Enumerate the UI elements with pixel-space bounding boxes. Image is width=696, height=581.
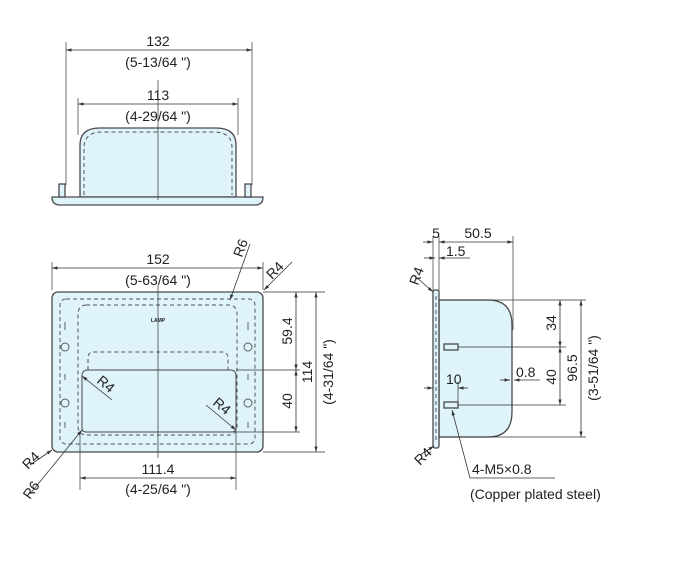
flange-face xyxy=(51,291,264,453)
dim-152-inch: (5-63/64 ") xyxy=(125,272,191,288)
dim-10: 10 xyxy=(446,371,462,387)
dim-114-inch: (4-31/64 ") xyxy=(320,339,336,405)
mounting-holes xyxy=(60,322,253,428)
dim-132: 132 xyxy=(146,33,170,49)
stud-right xyxy=(244,183,252,198)
radius-r4-bottom: R4 xyxy=(19,448,43,472)
radius-r6-bottom: R6 xyxy=(19,478,42,502)
flange-outline xyxy=(51,196,264,206)
dim-0-8: 0.8 xyxy=(516,364,536,380)
dim-111-4: 111.4 xyxy=(142,461,175,477)
radius-r4-top: R4 xyxy=(263,258,287,282)
dim-114: 114 xyxy=(299,361,315,384)
dim-132-inch: (5-13/64 ") xyxy=(125,54,191,70)
dim-40: 40 xyxy=(279,393,295,409)
stud-upper xyxy=(443,343,459,351)
stud-spec: 4-M5×0.8 xyxy=(472,461,532,477)
dim-50-5: 50.5 xyxy=(464,225,491,241)
side-view: 5 50.5 1.5 34 40 96.5 (3-51/64 ") 0.8 10… xyxy=(406,225,601,502)
radius-r4-side-top: R4 xyxy=(406,265,427,287)
radius-r6-top: R6 xyxy=(230,237,251,259)
stud-lower xyxy=(443,401,459,409)
top-view: 132 (5-13/64 ") 113 (4-29/64 ") xyxy=(51,33,264,206)
dim-96-5-inch: (3-51/64 ") xyxy=(585,335,601,401)
dim-34: 34 xyxy=(543,315,559,331)
stud-left xyxy=(58,183,66,198)
dim-59-4: 59.4 xyxy=(279,317,295,344)
dim-96-5: 96.5 xyxy=(564,354,580,381)
front-view: 152 (5-63/64 ") LAMP 59.4 40 114 (4-31/6… xyxy=(19,237,336,502)
dim-40-pitch: 40 xyxy=(543,369,559,385)
dim-5: 5 xyxy=(432,225,440,241)
dim-152: 152 xyxy=(146,251,170,267)
side-body xyxy=(438,299,513,438)
dim-1-5: 1.5 xyxy=(446,243,466,259)
stud-material: (Copper plated steel) xyxy=(470,486,601,502)
dim-111-4-inch: (4-25/64 ") xyxy=(125,481,191,497)
